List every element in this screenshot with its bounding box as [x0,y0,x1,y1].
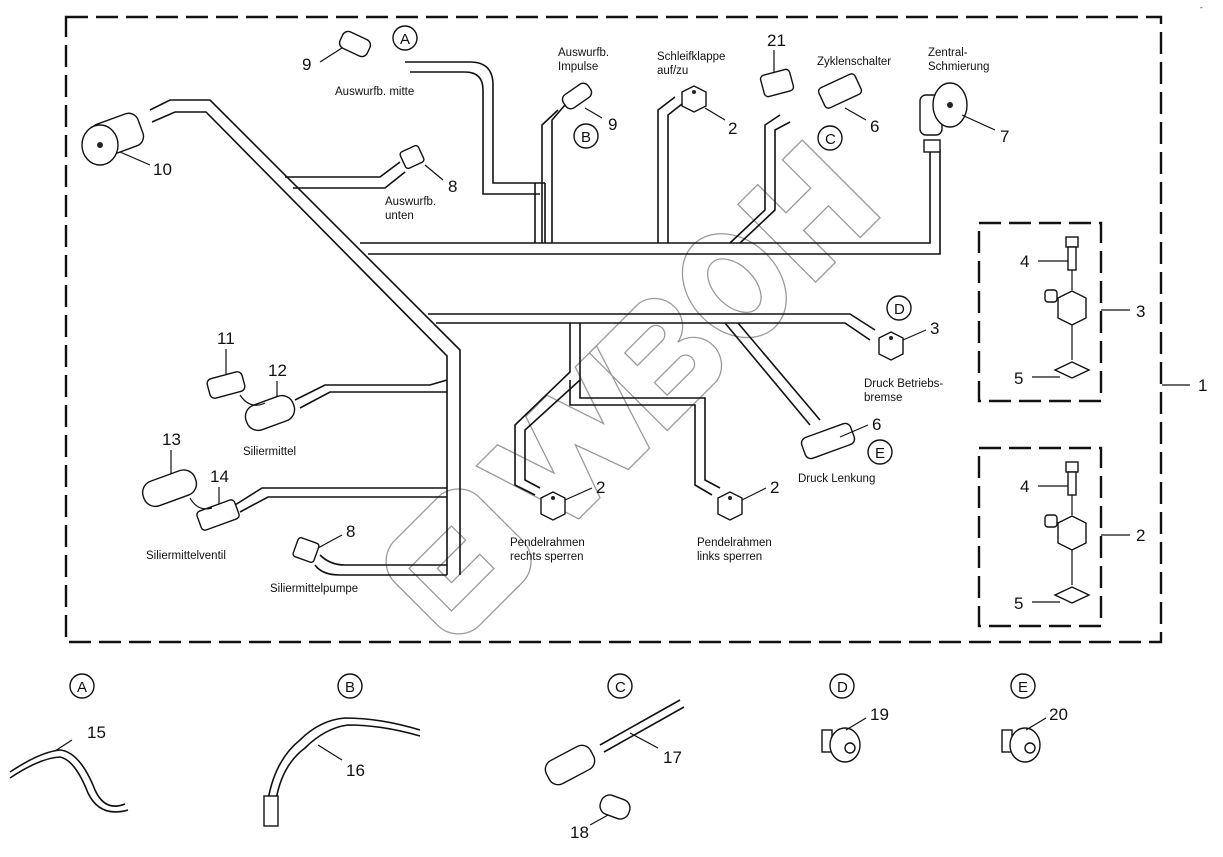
connector-2-pendel-links [717,491,743,521]
detail-marker-e-letter: E [875,445,885,462]
detail-c-ref: 17 [663,748,682,767]
connector-14 [189,497,240,531]
detail-marker-c [817,125,843,151]
detail-e: E 20 [1001,673,1068,763]
connector-21 [759,68,795,98]
watermark [385,139,881,635]
connector-9-b [561,82,593,110]
label-auswurfb-impulse-2: Impulse [558,61,598,73]
detail-marker-d [886,295,912,321]
kit-3-box: 3 4 5 [977,221,1145,403]
corner-mark: - [1200,3,1203,12]
detail-marker-e [867,439,893,465]
kit-2-seal-ref: 5 [1014,594,1023,613]
detail-d: D 19 [821,673,889,763]
kit-2-bolt-ref: 4 [1020,477,1029,496]
harness-trunk [149,61,941,576]
kit-2-ref: 2 [1136,526,1145,545]
detail-a-letter: A [77,679,87,696]
detail-marker-a [392,25,418,51]
connector-6-zyklenschalter [817,73,863,109]
label-pendel-links-1: Pendelrahmen [697,537,772,549]
detail-b: B 16 [263,673,421,827]
ref-2-pendel-rechts: 2 [596,478,605,497]
label-auswurfb-impulse-1: Auswurfb. [558,47,609,59]
connector-12 [239,394,296,432]
label-pendel-links-2: links sperren [697,551,762,563]
connector-10 [81,112,145,166]
detail-e-ref: 20 [1049,705,1068,724]
connector-6-druck-lenkung [800,422,856,460]
kit-2-box: 2 4 5 [977,446,1145,628]
label-auswurfb-unten-2: unten [385,210,414,222]
label-pendel-rechts-1: Pendelrahmen [510,537,585,549]
detail-marker-a-letter: A [400,31,410,48]
label-schleifklappe-2: auf/zu [657,65,688,77]
ref-13: 13 [162,430,181,449]
connector-7 [919,82,968,153]
ref-7: 7 [1000,127,1009,146]
detail-marker-b [573,123,599,149]
detail-marker-c-letter: C [825,131,836,148]
label-zyklenschalter: Zyklenschalter [817,56,891,68]
ref-11: 11 [217,329,235,348]
connector-2-pendel-rechts [540,491,566,521]
label-druck-lenkung: Druck Lenkung [798,473,875,485]
ref-14: 14 [210,467,229,486]
label-siliermittel: Siliermittel [243,446,296,458]
detail-c-letter: C [615,679,626,696]
ref-6-zyklenschalter: 6 [870,117,879,136]
connector-8-pumpe [292,536,320,564]
detail-a-ref: 15 [87,723,106,742]
label-auswurfb-mitte: Auswurfb. mitte [335,86,414,98]
detail-marker-d-letter: D [894,301,905,318]
ref-2-pendel-links: 2 [770,478,779,497]
detail-b-ref: 16 [346,761,365,780]
connector-8-a [399,144,425,170]
connector-9-a [338,30,372,58]
ref-12: 12 [268,361,287,380]
detail-marker-b-letter: B [581,129,591,146]
connector-11 [206,371,246,399]
label-pendel-rechts-2: rechts sperren [510,551,584,563]
ref-6-druck-lenkung: 6 [872,415,881,434]
ref-10: 10 [153,160,172,179]
detail-c: C 17 18 [544,673,685,842]
label-auswurfb-unten-1: Auswurfb. [385,196,436,208]
label-siliermittelventil: Siliermittelventil [146,550,226,562]
ref-3-druck-bremse: 3 [930,319,939,338]
label-druck-bremse-1: Druck Betriebs- [864,378,943,390]
ref-2-schleifklappe: 2 [728,119,737,138]
assembly-ref-number: 1 [1198,376,1207,395]
detail-b-letter: B [345,679,355,696]
ref-8-pumpe: 8 [346,522,355,541]
kit-3-seal-ref: 5 [1014,369,1023,388]
detail-c-extra-ref: 18 [570,823,589,842]
kit-3-ref: 3 [1136,302,1145,321]
label-schleifklappe-1: Schleifklappe [657,51,725,63]
label-siliermittelpumpe: Siliermittelpumpe [270,583,358,595]
ref-9-b: 9 [608,115,617,134]
connector-13 [141,469,198,508]
detail-a: A 15 [9,673,129,813]
detail-d-ref: 19 [870,705,889,724]
ref-9-a: 9 [302,55,311,74]
connector-3-druck-bremse [878,331,904,361]
connector-2-schleifklappe [681,85,707,113]
label-zentral-2: Schmierung [928,61,989,73]
detail-d-letter: D [837,679,848,696]
detail-e-letter: E [1018,679,1028,696]
ref-8-a: 8 [448,177,457,196]
assembly-frame [64,15,1163,644]
label-zentral-1: Zentral- [928,47,968,59]
label-druck-bremse-2: bremse [864,392,902,404]
ref-21: 21 [767,31,786,50]
kit-3-bolt-ref: 4 [1020,252,1029,271]
